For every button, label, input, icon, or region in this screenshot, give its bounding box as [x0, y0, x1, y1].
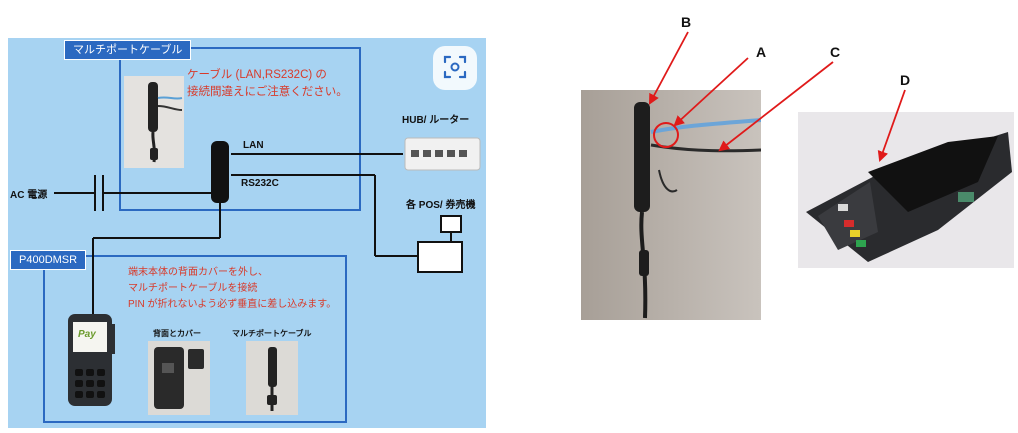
- terminal-box: [43, 255, 347, 423]
- diagram-lines: [43, 46, 481, 423]
- back-cover-caption: 背面とカバー: [153, 329, 201, 338]
- multiport-cable-tag: マルチポートケーブル: [64, 40, 192, 60]
- terminal-tag: P400DMSR: [10, 250, 87, 270]
- callout-b: B: [681, 14, 692, 30]
- cable-note-line2: 接続間違えにご注意ください。: [187, 86, 348, 98]
- pos-label: 各 POS/ 券売機: [406, 200, 476, 211]
- callout-c: C: [830, 44, 841, 60]
- pay-logo: Pay: [78, 329, 96, 340]
- pos-device: [417, 241, 463, 273]
- cable-note-line1: ケーブル (LAN,RS232C) の: [187, 69, 327, 81]
- ac-power-label: AC 電源: [10, 190, 48, 201]
- terminal-device-photo: [798, 112, 1014, 268]
- scan-icon: [433, 46, 477, 90]
- multiport-box: [119, 47, 361, 211]
- multiport-caption: マルチポートケーブル: [232, 329, 312, 338]
- multiport-cable-photo: [124, 76, 184, 168]
- callout-d: D: [900, 72, 911, 88]
- cable-closeup-photo: [581, 90, 761, 320]
- hub-label: HUB/ ルーター: [402, 115, 470, 126]
- payment-terminal-image: Pay: [66, 314, 116, 408]
- install-note-line1: 端末本体の背面カバーを外し、: [128, 267, 268, 278]
- rs232c-label: RS232C: [241, 178, 279, 189]
- install-note-line2: マルチポートケーブルを接続: [128, 283, 258, 294]
- back-cover-photo: [148, 341, 210, 415]
- multiport-connector: [211, 141, 229, 203]
- pos-display: [440, 215, 462, 233]
- callout-a: A: [756, 44, 767, 60]
- lan-label: LAN: [243, 140, 264, 151]
- connection-diagram: マルチポートケーブル P400DMSR ケーブル (LAN,RS232C) の …: [8, 38, 486, 428]
- install-note-line3: PIN が折れないよう必ず垂直に差し込みます。: [128, 299, 337, 310]
- multiport-cable-photo-2: [246, 341, 298, 415]
